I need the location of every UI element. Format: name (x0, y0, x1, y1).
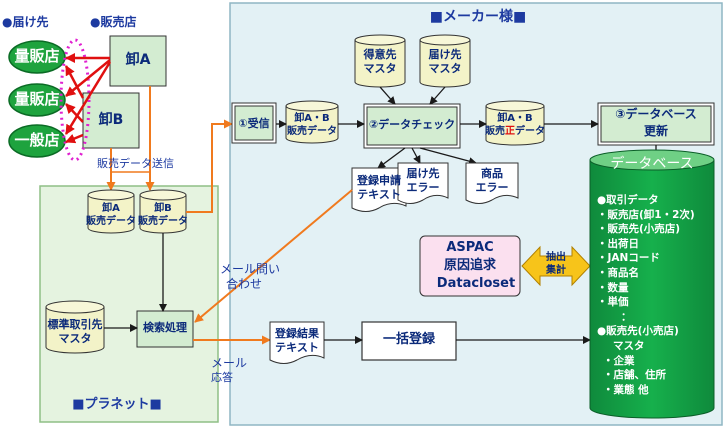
database-item: ・業態 他 (603, 383, 649, 396)
customer-master-line2: マスタ (363, 62, 397, 75)
database-item: ： (621, 310, 632, 323)
delivery-master-line2: マスタ (428, 62, 462, 75)
database-item: ・商品名 (597, 266, 639, 279)
planet-cylinder-b (139, 189, 187, 234)
planet-cylinder-b-line2: 販売データ (138, 216, 188, 227)
error-delivery-doc (397, 162, 449, 204)
sales-data-ab-line1: 卸A・B (294, 113, 330, 124)
mail-reply-line2: 応答 (211, 371, 233, 384)
bulk-register-box (361, 321, 457, 361)
standard-master-cylinder (45, 300, 105, 354)
database-item: ●取引データ (597, 194, 659, 206)
search-process-box (136, 310, 194, 348)
database-item: ・販売店(卸1・2次) (597, 208, 695, 221)
sales-correct-mark: 正 (505, 126, 515, 137)
error-product-doc (465, 162, 519, 204)
database-item: ・JANコード (597, 252, 660, 265)
sales-correct-line2: 販売正データ (485, 126, 545, 138)
error-delivery-line1: 届け先 (406, 167, 440, 180)
delivery-master-cylinder (419, 34, 471, 88)
db-update-line2: 更新 (643, 124, 669, 138)
standard-master-line1: 標準取引先 (47, 318, 103, 331)
wholesaler-a-label: 卸A (125, 52, 151, 68)
registration-result-line1: 登録結果 (275, 327, 319, 340)
standard-master-line2: マスタ (58, 332, 92, 345)
store-oval-2 (8, 83, 66, 117)
delivery-master-line1: 届け先 (428, 48, 462, 61)
maker-title: ■メーカー様■ (429, 9, 527, 25)
registration-request-line1: 登録申請 (357, 174, 401, 187)
send-label: 販売データ送信 (97, 157, 174, 170)
planet-cylinder-a (87, 189, 135, 234)
database-title: データベース (610, 156, 694, 172)
database-item: ・数量 (597, 281, 629, 294)
error-product-line2: エラー (475, 181, 509, 194)
legend-deliver: ●届け先 (2, 15, 49, 29)
customer-master-cylinder (354, 34, 406, 88)
registration-request-doc (351, 167, 407, 212)
sales-correct-pre: 販売 (485, 126, 505, 137)
planet-title: ■プラネット■ (72, 397, 162, 412)
planet-cylinder-a-line2: 販売データ (86, 216, 136, 227)
planet-cylinder-a-line1: 卸A (102, 203, 120, 214)
receive-label: ①受信 (238, 117, 270, 130)
aspac-box (419, 235, 521, 297)
database-item: マスタ (613, 339, 645, 352)
database-item-list: ●取引データ・販売店(卸1・2次) ・販売先(小売店)・出荷日・JANコード・商品… (597, 193, 713, 397)
sales-data-ab-cylinder (285, 100, 339, 144)
error-product-line1: 商品 (481, 167, 503, 180)
db-update-line1: ③データベース (615, 107, 697, 121)
database-item: ・販売先(小売店) (597, 223, 681, 236)
aspac-line1: ASPAC (446, 240, 494, 255)
aspac-line2: 原因追求 (443, 258, 497, 273)
mail-reply-line1: メール (211, 356, 248, 370)
customer-master-line1: 得意先 (363, 48, 397, 61)
database-item: ●販売先(小売店) (597, 325, 679, 338)
database-item: ・店舗、住所 (603, 369, 666, 382)
database-item: ・企業 (603, 354, 635, 367)
registration-result-line2: テキスト (275, 341, 319, 354)
bulk-register-label: 一括登録 (382, 332, 436, 347)
store-label-3: 一般店 (14, 131, 60, 149)
sales-correct-cylinder (485, 100, 545, 146)
store-group-outline (59, 38, 91, 162)
search-process-label: 検索処理 (143, 321, 187, 334)
store-label-2: 量販店 (14, 90, 60, 108)
database-cylinder (589, 149, 715, 419)
wholesaler-b-label: 卸B (98, 112, 124, 128)
legend-store: ●販売店 (90, 15, 137, 29)
store-label-1: 量販店 (14, 47, 60, 65)
database-item: ・出荷日 (597, 237, 639, 250)
mail-inquiry-line2: 合わせ (226, 277, 263, 291)
error-delivery-line2: エラー (406, 181, 440, 194)
data-check-label: ②データチェック (368, 118, 456, 131)
database-item: ・単価 (597, 296, 629, 309)
mail-inquiry-line1: メール問い (220, 262, 281, 276)
registration-request-line2: テキスト (357, 188, 401, 201)
extract-line2: 集計 (546, 265, 566, 276)
sales-data-ab-line2: 販売データ (287, 126, 337, 137)
planet-cylinder-b-line1: 卸B (154, 203, 172, 214)
extract-line1: 抽出 (546, 252, 566, 263)
aspac-line3: Datacloset (436, 276, 516, 291)
store-oval-3 (8, 124, 66, 158)
sales-correct-post: データ (515, 126, 545, 137)
registration-result-doc (269, 321, 325, 364)
wholesaler-a-box (109, 35, 167, 87)
sales-correct-line1: 卸A・B (497, 113, 533, 124)
